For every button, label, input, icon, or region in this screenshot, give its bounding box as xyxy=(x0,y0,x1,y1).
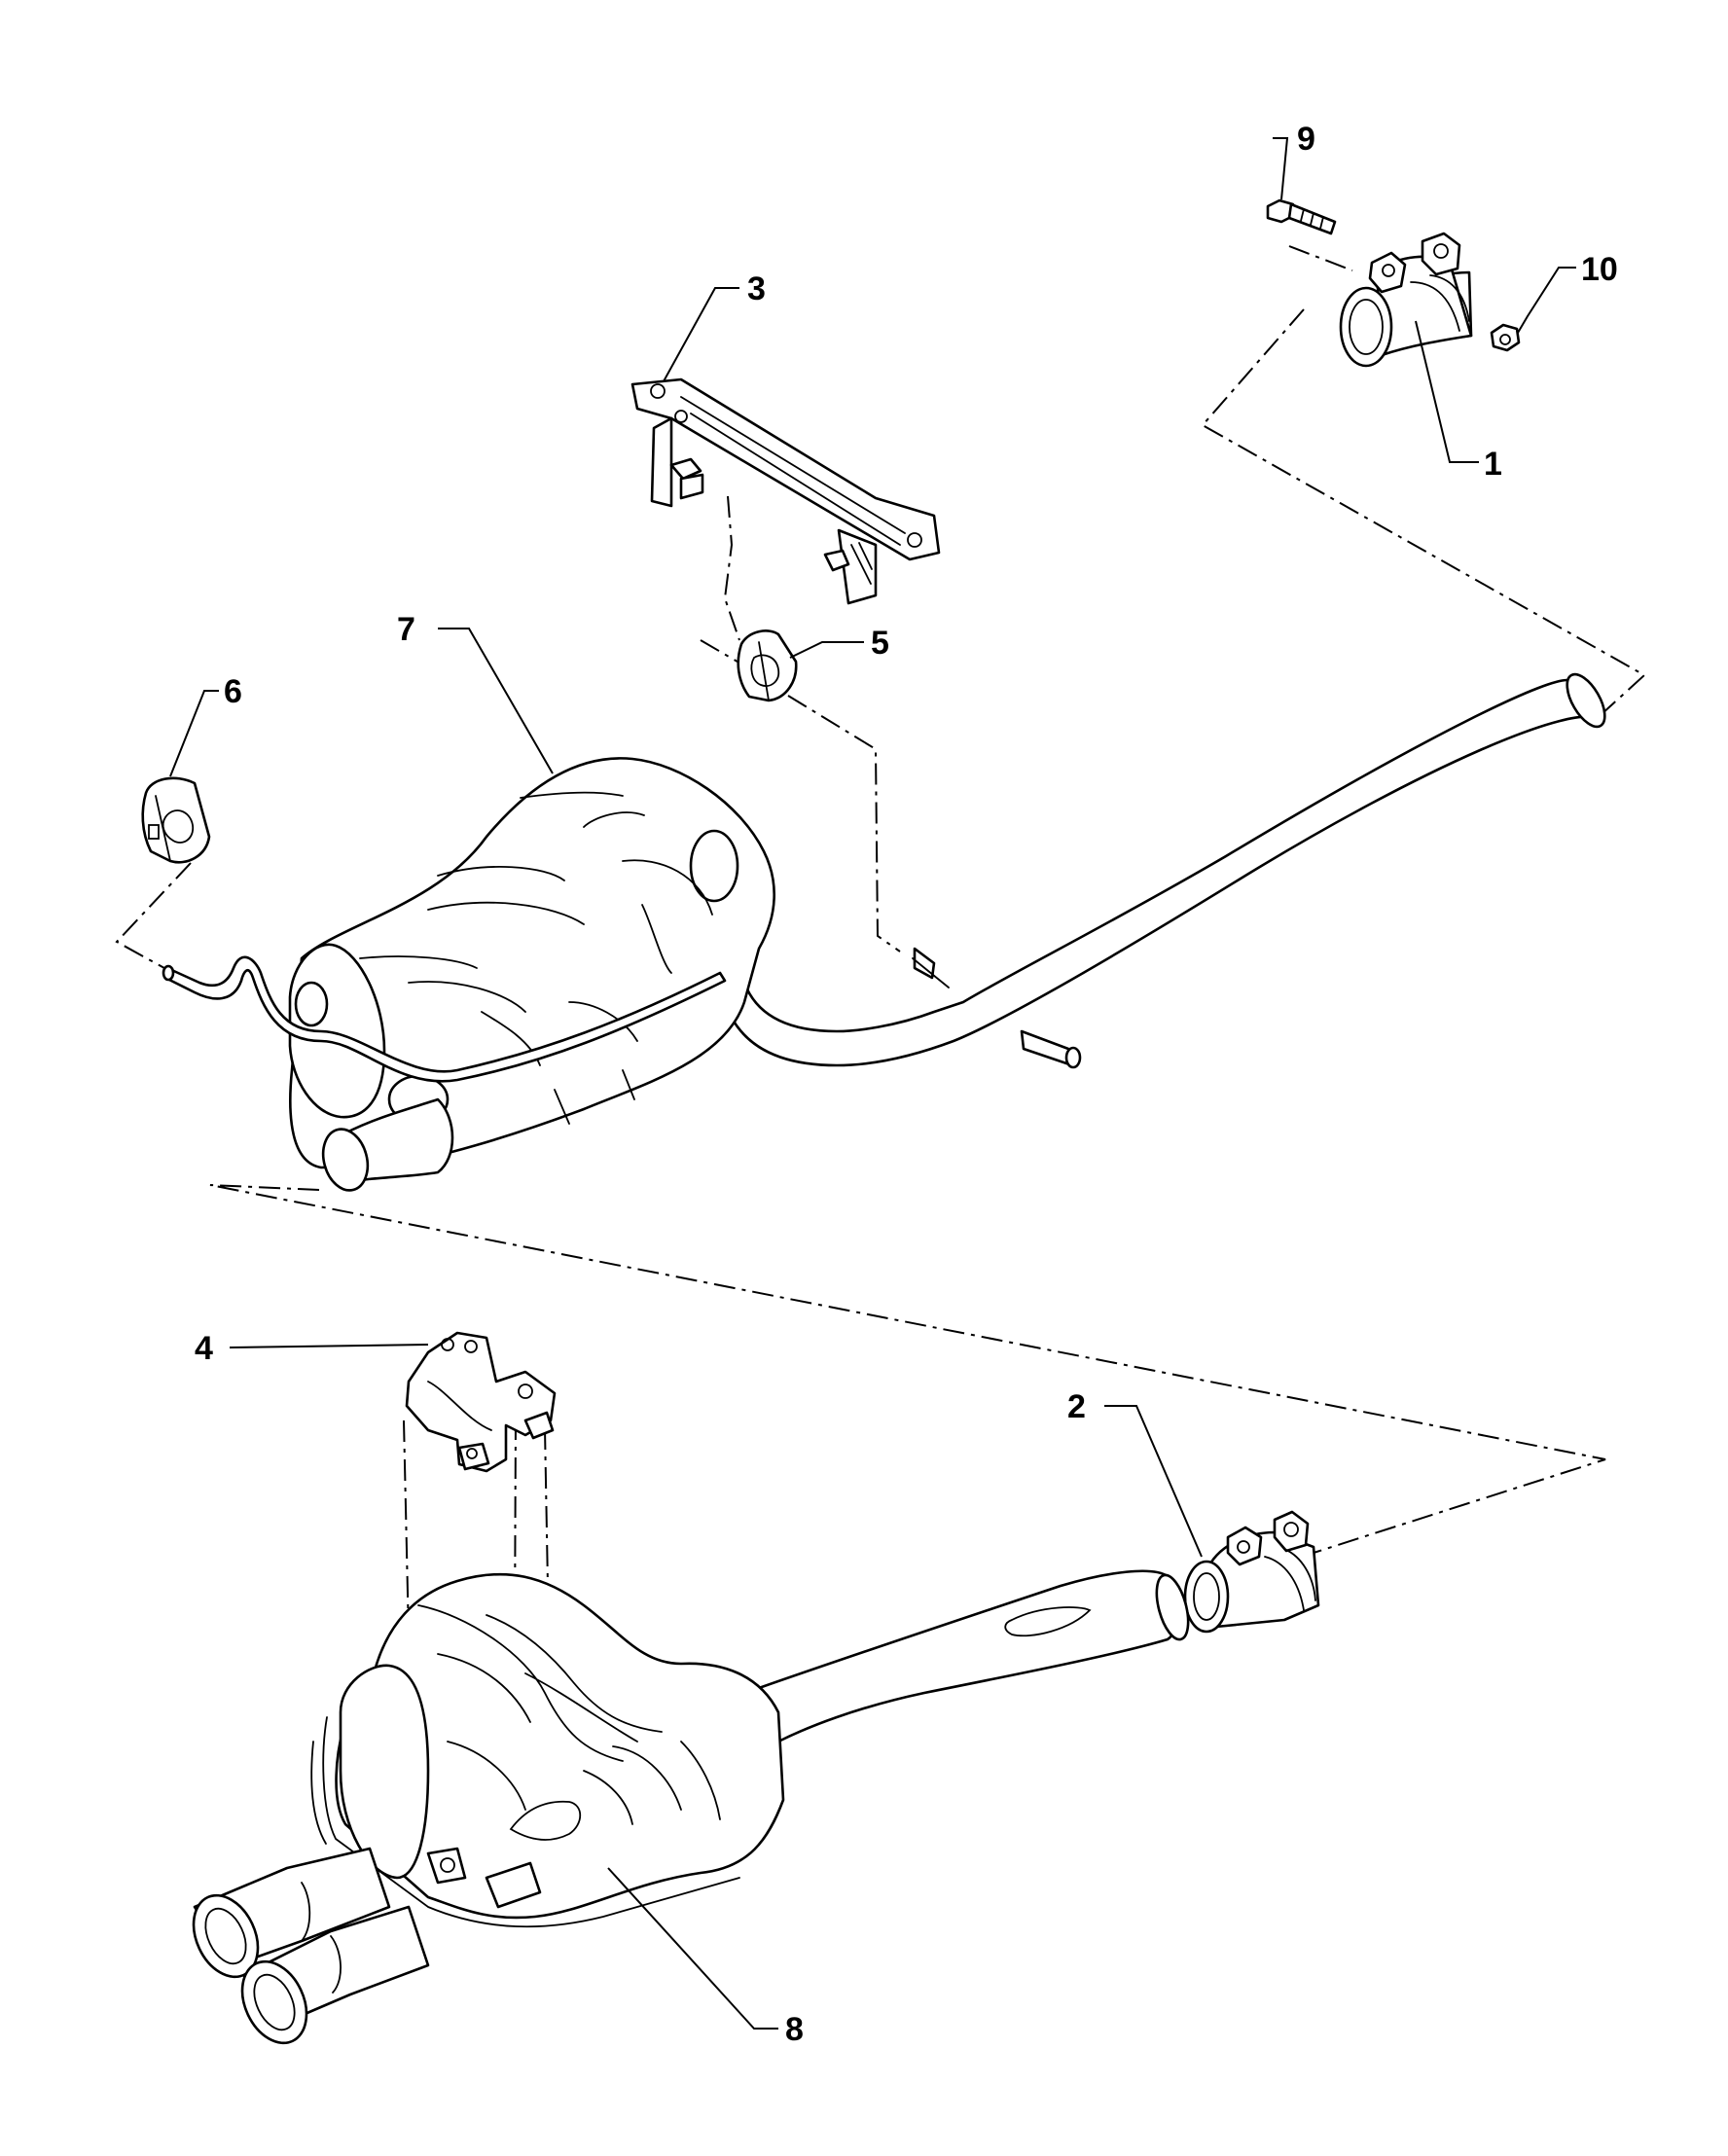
part-8-rear-muffler xyxy=(192,1569,1190,2045)
part-4-rear-bracket xyxy=(405,1331,557,1473)
leader-lines xyxy=(169,137,1576,2030)
callout-7: 7 xyxy=(397,611,415,648)
callout-9: 9 xyxy=(1297,121,1315,158)
part-7-front-muffler xyxy=(162,672,1606,1192)
part-5-rubber-hanger xyxy=(737,629,798,702)
part-2-rear-clamp xyxy=(1183,1510,1320,1634)
part-10-nut xyxy=(1490,323,1521,352)
callout-10: 10 xyxy=(1581,251,1618,288)
part-3-crossmember xyxy=(630,377,941,605)
callout-labels: 9 10 1 3 5 6 7 4 2 8 xyxy=(195,121,1618,2048)
part-1-clamp xyxy=(1339,232,1473,368)
callout-3: 3 xyxy=(747,270,766,307)
callout-4: 4 xyxy=(195,1330,213,1367)
part-6-rubber-hanger xyxy=(141,776,211,864)
callout-2: 2 xyxy=(1067,1388,1086,1425)
callout-5: 5 xyxy=(871,625,889,662)
part-9-bolt xyxy=(1266,198,1337,235)
callout-1: 1 xyxy=(1484,446,1502,483)
callout-6: 6 xyxy=(224,673,242,710)
callout-8: 8 xyxy=(785,2011,804,2048)
